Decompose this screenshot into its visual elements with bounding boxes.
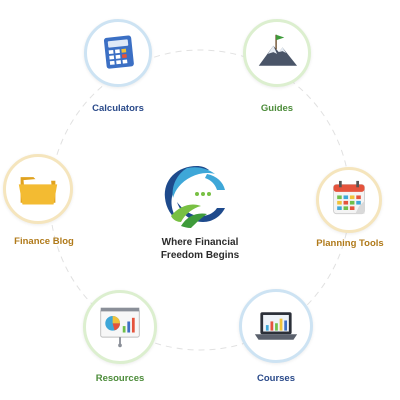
node-planning-tools-label[interactable]: Planning Tools — [316, 238, 384, 249]
node-guides[interactable] — [243, 19, 311, 87]
hub-caption-line2: Freedom Begins — [160, 250, 240, 261]
node-finance-blog-label[interactable]: Finance Blog — [14, 236, 74, 247]
laptop-chart-icon — [254, 312, 298, 340]
mountain-flag-icon — [258, 34, 298, 66]
node-finance-blog[interactable] — [3, 154, 73, 224]
calculator-icon — [103, 35, 134, 69]
node-guides-label[interactable]: Guides — [260, 103, 294, 114]
folder-icon — [18, 177, 58, 205]
presentation-board-icon — [100, 307, 140, 348]
node-calculators-label[interactable]: Calculators — [92, 103, 144, 114]
node-planning-tools[interactable] — [316, 167, 382, 233]
node-resources-label[interactable]: Resources — [95, 373, 145, 384]
calendar-icon — [333, 180, 365, 215]
leaf-swoosh-logo-icon — [164, 166, 225, 228]
node-courses[interactable] — [239, 289, 313, 363]
node-resources[interactable] — [83, 290, 157, 364]
node-calculators[interactable] — [84, 19, 152, 87]
hub-caption: Where Financial Freedom Begins — [100, 236, 300, 262]
node-courses-label[interactable]: Courses — [256, 373, 295, 384]
hub-caption-line1: Where Financial — [161, 237, 239, 248]
